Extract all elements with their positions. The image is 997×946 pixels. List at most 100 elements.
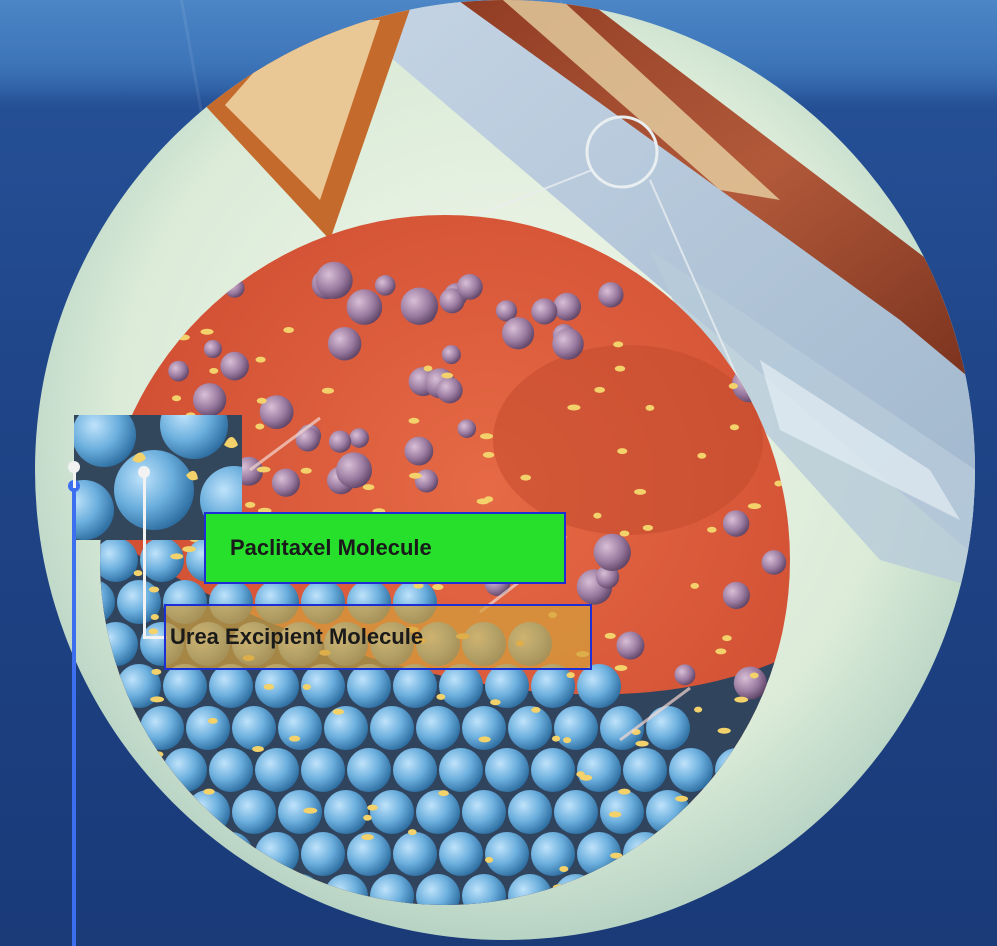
tissue-sphere xyxy=(328,327,361,360)
urea-particle xyxy=(490,699,501,705)
paclitaxel-label-box: Paclitaxel Molecule xyxy=(204,512,566,584)
urea-particle xyxy=(363,484,375,490)
urea-particle xyxy=(257,398,267,404)
urea-particle xyxy=(552,736,560,742)
urea-particle xyxy=(620,531,630,537)
tissue-sphere xyxy=(442,345,461,364)
tissue-sphere xyxy=(531,298,557,324)
urea-particle xyxy=(694,707,702,713)
paclitaxel-sphere xyxy=(393,664,437,708)
urea-particle xyxy=(182,546,196,552)
urea-particle xyxy=(134,570,143,576)
urea-particle xyxy=(718,728,731,734)
urea-particle xyxy=(150,696,164,702)
connector-dot-white xyxy=(138,466,150,478)
urea-particle xyxy=(617,448,627,454)
urea-particle xyxy=(203,789,214,795)
paclitaxel-label: Paclitaxel Molecule xyxy=(230,535,432,561)
urea-particle xyxy=(480,433,493,439)
paclitaxel-sphere xyxy=(439,748,483,792)
urea-particle xyxy=(432,584,443,590)
paclitaxel-sphere xyxy=(324,790,368,834)
urea-particle xyxy=(593,513,601,519)
paclitaxel-sphere xyxy=(232,790,276,834)
urea-particle xyxy=(333,709,344,715)
paclitaxel-sphere xyxy=(416,790,460,834)
urea-particle xyxy=(485,857,493,863)
tissue-sphere xyxy=(457,274,483,300)
urea-particle xyxy=(303,684,311,690)
urea-particle xyxy=(87,894,99,900)
urea-particle xyxy=(245,502,255,508)
urea-particle xyxy=(408,829,417,835)
paclitaxel-sphere xyxy=(462,706,506,750)
paclitaxel-sphere xyxy=(738,874,782,918)
urea-particle xyxy=(149,586,159,592)
urea-particle xyxy=(594,387,605,393)
paclitaxel-sphere xyxy=(255,748,299,792)
tissue-sphere xyxy=(734,667,767,700)
urea-label-box: Urea Excipient Molecule xyxy=(164,604,592,670)
urea-particle xyxy=(567,672,575,678)
urea-particle xyxy=(707,527,716,533)
urea-particle xyxy=(730,424,739,430)
paclitaxel-sphere xyxy=(209,664,253,708)
urea-particle xyxy=(479,736,491,742)
paclitaxel-sphere xyxy=(48,874,92,918)
paclitaxel-sphere xyxy=(485,832,529,876)
urea-particle xyxy=(363,815,372,821)
paclitaxel-sphere xyxy=(301,832,345,876)
paclitaxel-sphere xyxy=(48,790,92,834)
paclitaxel-sphere xyxy=(186,706,230,750)
paclitaxel-sphere xyxy=(508,706,552,750)
urea-particle xyxy=(615,665,628,671)
paclitaxel-sphere xyxy=(232,874,276,918)
tissue-sphere xyxy=(502,317,534,349)
paclitaxel-sphere xyxy=(209,748,253,792)
urea-particle xyxy=(367,805,378,811)
urea-particle xyxy=(618,789,630,795)
paclitaxel-sphere xyxy=(140,538,184,582)
paclitaxel-sphere xyxy=(393,748,437,792)
paclitaxel-sphere xyxy=(347,664,391,708)
paclitaxel-sphere xyxy=(94,874,138,918)
paclitaxel-sphere xyxy=(554,790,598,834)
tissue-sphere xyxy=(375,275,396,296)
paclitaxel-sphere xyxy=(393,832,437,876)
paclitaxel-sphere xyxy=(462,790,506,834)
urea-particle xyxy=(559,866,568,872)
urea-particle xyxy=(257,466,271,472)
urea-particle xyxy=(408,418,419,424)
urea-particle xyxy=(264,684,275,690)
urea-particle xyxy=(634,489,646,495)
tissue-sphere xyxy=(329,430,351,452)
paclitaxel-sphere xyxy=(94,790,138,834)
urea-particle xyxy=(283,327,294,333)
paclitaxel-sphere xyxy=(94,538,138,582)
tissue-sphere xyxy=(336,452,372,488)
connector-line-blue xyxy=(72,486,76,946)
paclitaxel-sphere xyxy=(48,706,92,750)
urea-particle xyxy=(750,672,759,678)
paclitaxel-sphere xyxy=(370,790,414,834)
urea-particle xyxy=(252,746,264,752)
paclitaxel-sphere xyxy=(278,706,322,750)
urea-particle xyxy=(149,628,158,634)
paclitaxel-sphere xyxy=(232,706,276,750)
tissue-sphere xyxy=(437,377,463,403)
tissue-sphere xyxy=(553,293,581,321)
urea-particle xyxy=(748,503,761,509)
tissue-sphere xyxy=(552,328,584,360)
urea-particle xyxy=(172,395,181,401)
urea-particle xyxy=(170,553,183,559)
urea-particle xyxy=(690,583,699,589)
urea-particle xyxy=(520,475,531,481)
tissue-sphere xyxy=(723,582,750,609)
paclitaxel-sphere xyxy=(347,748,391,792)
tissue-sphere xyxy=(272,469,300,497)
urea-particle xyxy=(255,423,264,429)
urea-particle xyxy=(734,697,748,703)
paclitaxel-sphere xyxy=(163,664,207,708)
paclitaxel-sphere xyxy=(370,706,414,750)
urea-particle xyxy=(646,405,655,411)
